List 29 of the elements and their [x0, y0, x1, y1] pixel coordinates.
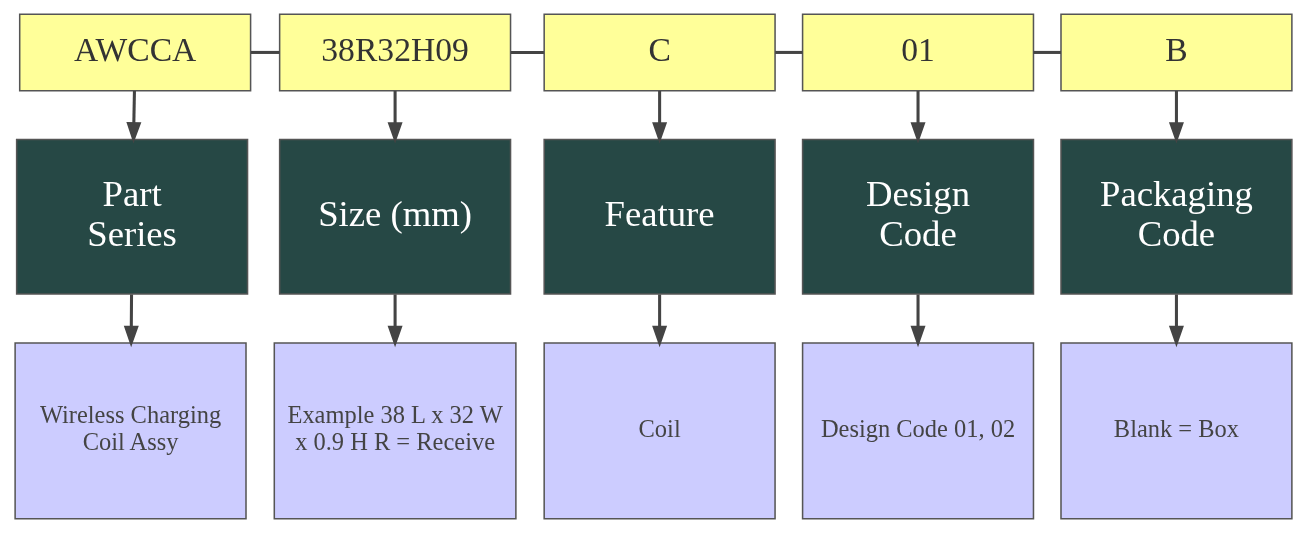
arrow: [1168, 294, 1184, 348]
node-box: 38R32H09: [278, 13, 511, 92]
node-box: Wireless Charging Coil Assy: [13, 342, 247, 520]
node-box: Blank = Box: [1059, 342, 1293, 520]
arrow: [1168, 90, 1184, 144]
arrow: [910, 90, 926, 144]
node-box: C: [542, 13, 776, 92]
connector: [510, 50, 544, 54]
node-box: Part Series: [15, 138, 248, 295]
node-box: Packaging Code: [1059, 138, 1293, 295]
node-box: Example 38 L x 32 W x 0.9 H R = Receive: [273, 342, 517, 520]
node-box: Feature: [542, 138, 776, 295]
node-box: Design Code 01, 02: [801, 342, 1034, 520]
arrow: [387, 90, 403, 144]
node-box: AWCCA: [18, 13, 251, 92]
arrow: [651, 294, 667, 348]
arrow: [910, 294, 926, 348]
node-box: Coil: [542, 342, 776, 520]
connector: [774, 50, 803, 54]
node-box: 01: [801, 13, 1034, 92]
connector: [250, 50, 280, 54]
node-box: Design Code: [801, 138, 1034, 295]
arrow: [651, 90, 667, 144]
arrow: [123, 294, 139, 348]
arrow: [125, 90, 141, 144]
arrow: [387, 294, 403, 348]
connector: [1033, 50, 1061, 54]
node-box: Size (mm): [278, 138, 511, 295]
node-box: B: [1059, 13, 1293, 92]
